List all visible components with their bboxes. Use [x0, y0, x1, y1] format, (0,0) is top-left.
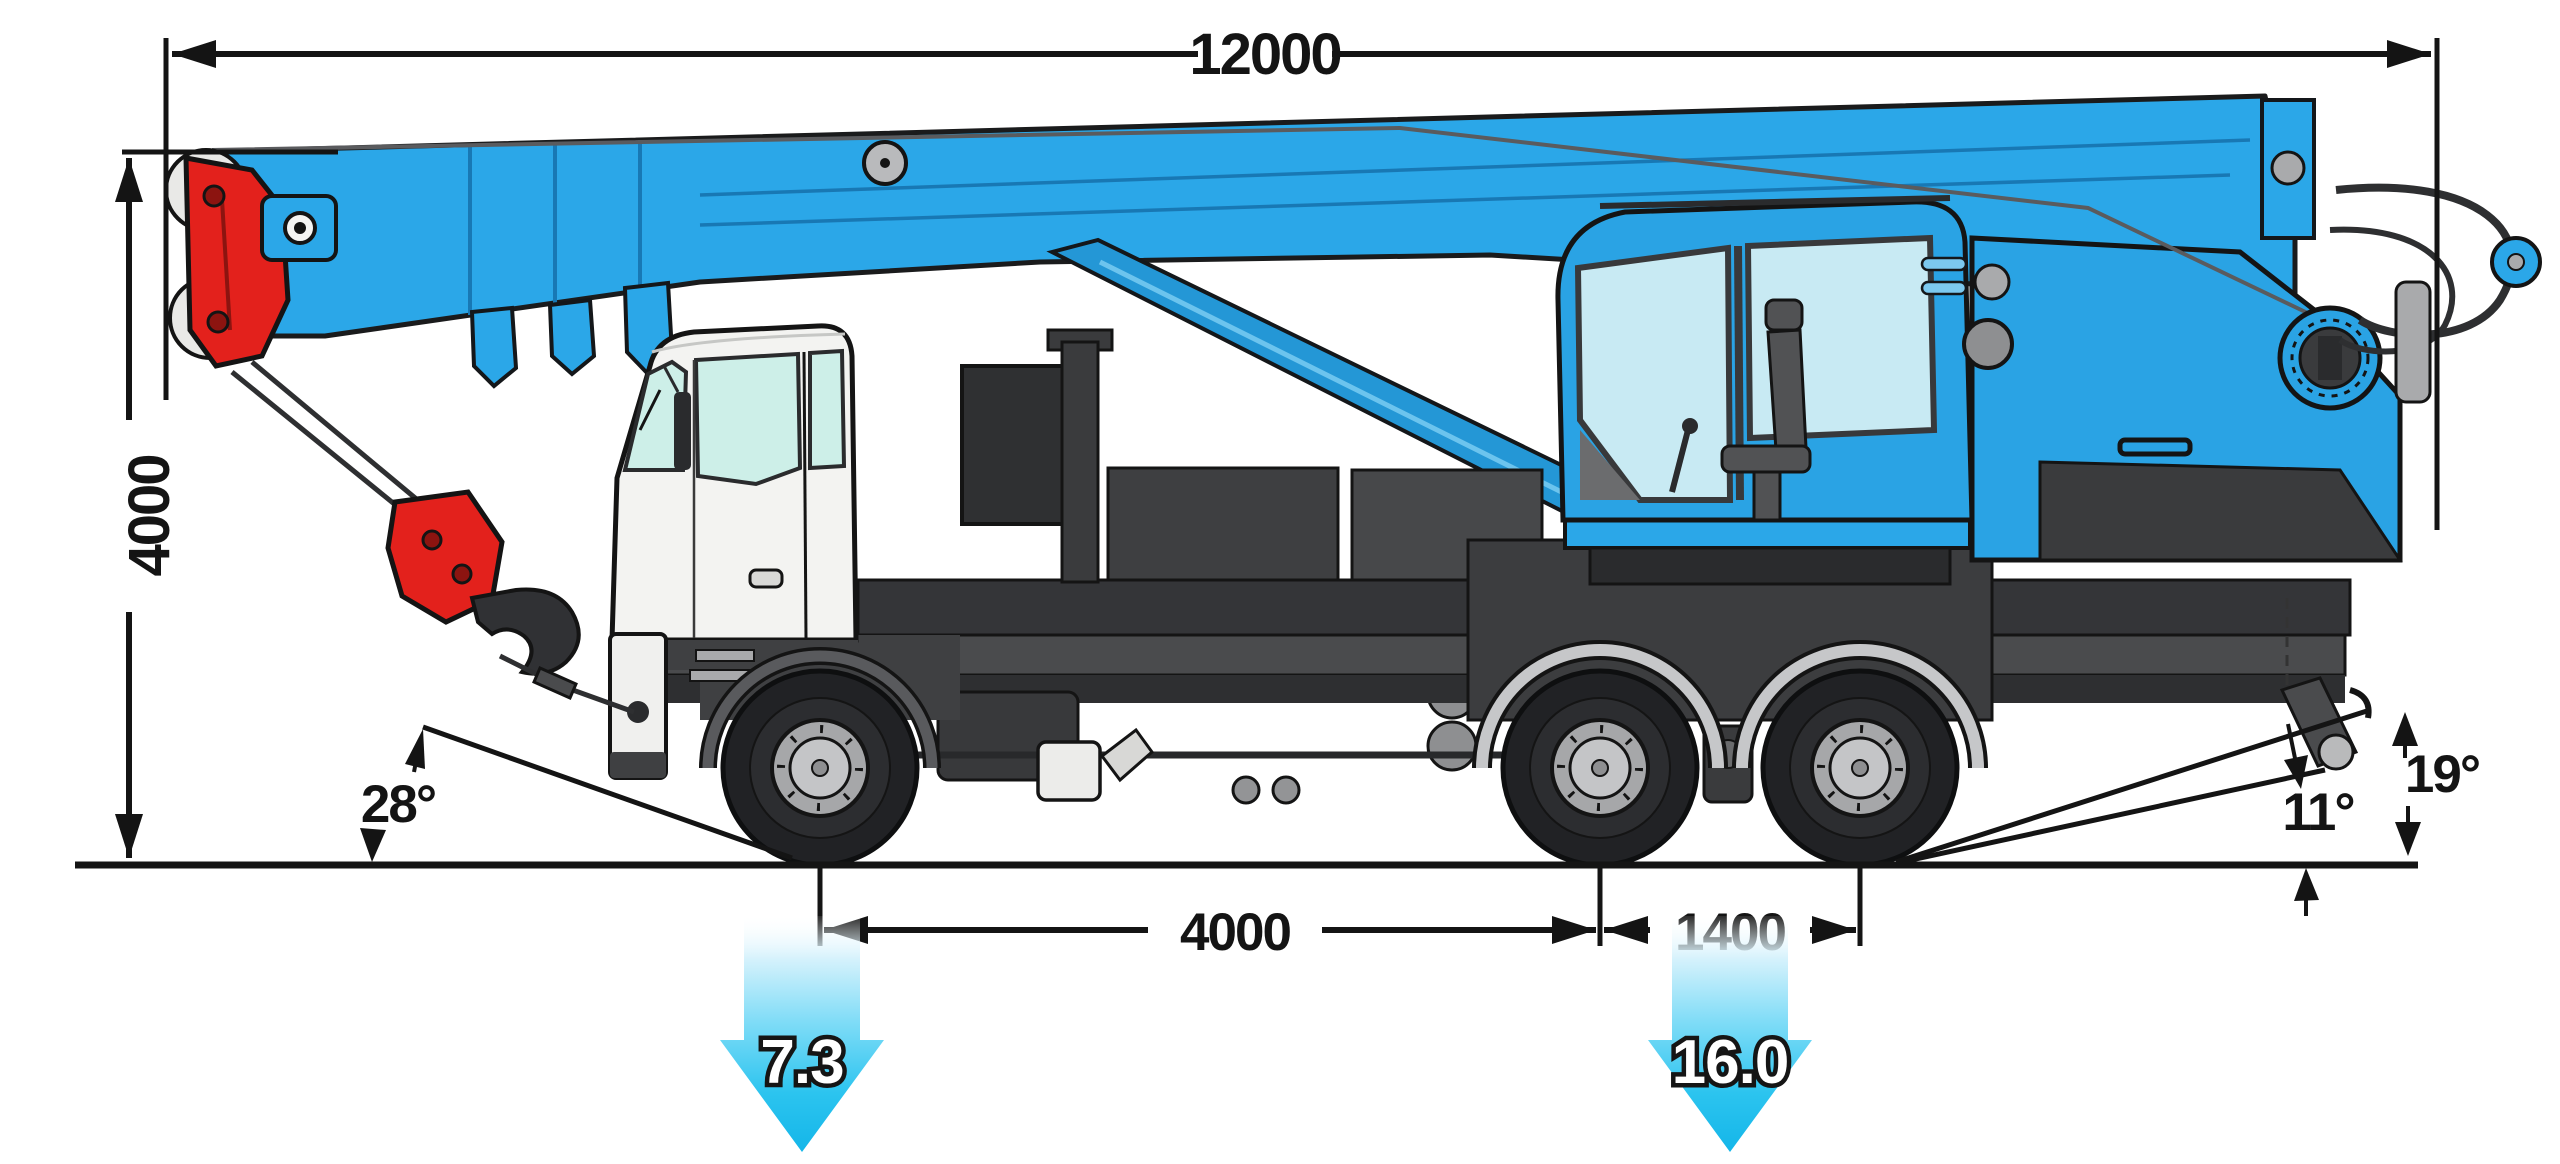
operator-seat: [1766, 328, 1808, 452]
arrowhead-down-icon: [115, 814, 143, 858]
front-fender: [702, 650, 938, 769]
arrowhead-up-icon: [2294, 868, 2319, 901]
carrier-chassis: [638, 328, 2372, 805]
dim-approach-angle: 28°: [360, 724, 793, 862]
tow-hook-icon: [2349, 687, 2372, 719]
arrowhead-right-icon: [1552, 916, 1596, 944]
front-axle-load-label: 7.3: [760, 1028, 843, 1097]
arrowhead-down-icon: [2395, 822, 2421, 856]
rear-bogie-load-arrow: 16.0: [1648, 916, 1812, 1152]
crane-operator-cab: [1555, 195, 1975, 586]
dim-wheelbase: 4000: [817, 868, 1603, 962]
turnbuckle: [532, 666, 578, 700]
arrowhead-icon: [2284, 755, 2308, 789]
telescopic-boom: [192, 93, 2316, 389]
front-outrigger-pad: [1036, 740, 1102, 802]
door-handle: [748, 568, 784, 589]
windshield: [622, 359, 689, 472]
ramp-angle-label: 11°: [2282, 783, 2353, 842]
hydraulic-hose: [2329, 226, 2456, 355]
rear-bogie-load-label: 16.0: [1672, 1028, 1789, 1097]
dim-overall-length: 12000: [163, 22, 2440, 530]
arrowhead-left-icon: [1604, 916, 1648, 944]
wiper-icon: [638, 389, 662, 431]
arrowhead-left-icon: [172, 40, 216, 68]
arrowhead-right-icon: [2387, 40, 2431, 68]
equipment-box: [960, 364, 1078, 526]
joystick: [1669, 429, 1691, 493]
mirror: [674, 392, 691, 470]
air-tank: [1426, 720, 1478, 772]
approach-angle-label: 28°: [361, 775, 435, 834]
seat-headrest: [1764, 298, 1804, 332]
dim-rear-angles: 11° 19°: [1895, 707, 2481, 916]
rear-fender: [1476, 644, 1724, 769]
arrowhead-right-icon: [1812, 916, 1856, 944]
rear-fender: [1736, 644, 1984, 769]
arrowhead-down-icon: [360, 828, 386, 862]
hook-block: [230, 360, 635, 715]
roof-rail: [1599, 195, 1951, 209]
arrowhead-up-icon: [115, 158, 143, 202]
door-window: [808, 348, 847, 471]
overall-height-label: 4000: [117, 455, 182, 576]
arrowhead-icon: [405, 729, 425, 769]
overall-length-label: 12000: [1189, 22, 1340, 87]
wheelbase-label: 4000: [1180, 903, 1290, 962]
departure-angle-label: 19°: [2405, 745, 2479, 804]
cab-step: [695, 649, 755, 662]
front-wheel: [720, 668, 920, 868]
boom-rest-post: [1060, 340, 1100, 584]
crane-superstructure: [211, 125, 2542, 563]
rear-wheel-1: [1500, 668, 1700, 868]
grab-handle-icon: [2117, 437, 2193, 457]
hoist-cable: [211, 125, 2319, 320]
tow-pin: [627, 701, 649, 723]
crane-hook: [469, 587, 581, 676]
cab-front-window: [1574, 244, 1734, 503]
front-axle-load-arrow: 7.3: [720, 916, 884, 1152]
boom-head: [164, 148, 338, 369]
side-window: [693, 351, 803, 487]
arrowhead-up-icon: [2392, 712, 2418, 746]
turntable: [1588, 546, 1952, 586]
dim-overall-height: 4000: [115, 149, 338, 858]
rear-wheel-2: [1760, 668, 1960, 868]
